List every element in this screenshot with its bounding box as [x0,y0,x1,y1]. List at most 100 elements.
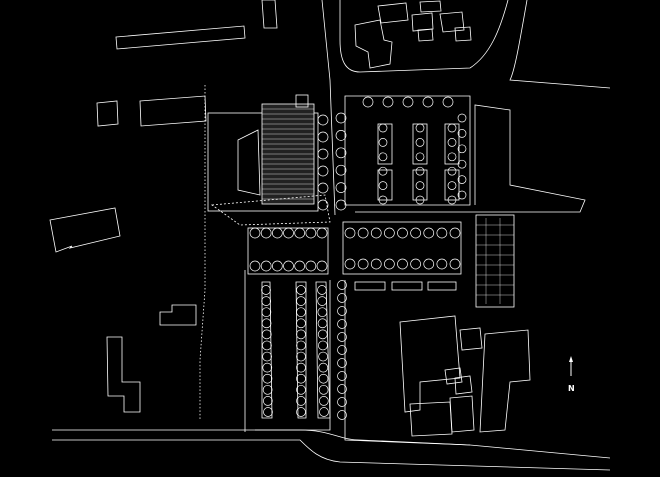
houses-top-right-group [354,0,472,69]
parking-bar-3 [427,281,457,291]
tree-25 [415,152,425,162]
tree-91 [296,351,306,362]
tree-4 [317,182,329,194]
tree-33 [447,181,457,190]
tree-84 [263,407,273,417]
tree-29 [447,123,457,133]
house-top-right-3 [411,12,434,32]
tree-36 [457,129,467,138]
tree-12 [362,96,374,108]
building-bottom-right-4 [479,329,531,433]
tree-106 [318,384,329,395]
tree-9 [335,164,347,176]
tree-55 [344,227,356,239]
road-bottom-edge [52,429,611,459]
tree-88 [296,318,306,329]
north-label: N [568,384,575,393]
parking-east-outline [475,214,515,308]
lane-outline-1 [261,281,273,419]
tree-62 [436,227,448,239]
roads-top-group [321,0,611,216]
tree-65 [357,258,369,270]
tree-83 [262,396,273,406]
tree-7 [335,130,347,141]
tree-114 [337,345,347,355]
parking-row-4 [377,169,393,201]
building-left-3 [106,336,141,413]
tree-108 [319,407,329,417]
lane-outline-2 [295,281,307,419]
building-bottom-right-2 [409,401,453,437]
building-top-left-3 [96,100,119,127]
tree-71 [436,258,448,270]
tree-100 [317,318,328,329]
tree-16 [442,96,454,108]
parking-row-6 [444,169,460,201]
tree-98 [317,296,328,306]
site-boundary-west [199,85,206,420]
tree-24 [415,138,425,147]
tree-97 [317,285,327,295]
tree-68 [397,258,408,270]
tree-69 [410,258,421,270]
tree-118 [337,397,347,407]
tree-group [249,96,467,420]
tree-18 [378,138,388,147]
tree-41 [249,227,261,239]
tree-35 [457,113,467,123]
tree-14 [402,96,414,108]
tree-34 [447,195,457,205]
tree-113 [337,332,347,342]
parking-bar-1 [354,281,386,291]
museum-wing [237,129,261,196]
tree-26 [415,166,425,176]
tree-79 [262,351,272,362]
tree-11 [335,199,347,211]
tree-67 [384,258,395,270]
parking-bar-2 [391,281,423,291]
tree-119 [337,410,347,420]
tree-20 [378,166,388,176]
tree-86 [296,296,306,306]
tree-30 [447,138,457,147]
tree-27 [415,181,425,190]
tree-40 [457,190,467,200]
building-bottom-right-5 [454,375,473,395]
tree-61 [423,227,435,239]
house-top-right-7 [419,0,442,13]
tree-93 [296,373,306,384]
tree-2 [317,148,329,160]
tree-90 [296,340,306,351]
tree-48 [249,260,261,272]
road-top-right-outer [509,0,611,89]
tree-74 [261,296,272,306]
tree-37 [457,144,467,154]
tree-52 [294,260,306,272]
tree-15 [422,96,434,108]
tree-10 [335,182,347,193]
building-top-left-2 [115,25,246,50]
building-left-2 [159,304,197,326]
building-top-left-1 [261,0,278,29]
road-top-centre [321,0,336,216]
buildings-bottom-right-group [399,315,531,437]
tree-111 [337,306,347,316]
tree-96 [296,407,306,417]
tree-117 [337,384,347,394]
building-bottom-right-7 [444,367,463,385]
tree-80 [262,362,273,373]
tree-54 [316,260,328,272]
tree-51 [283,260,294,272]
tree-77 [261,329,272,340]
tree-78 [262,340,272,351]
tree-87 [296,307,306,318]
tree-101 [317,329,328,340]
parking-east-group [475,214,515,308]
tree-58 [384,227,395,239]
tree-105 [318,373,329,384]
tree-53 [305,260,317,272]
tree-6 [335,112,347,124]
building-bottom-right-3 [459,327,483,351]
tree-73 [261,285,271,295]
